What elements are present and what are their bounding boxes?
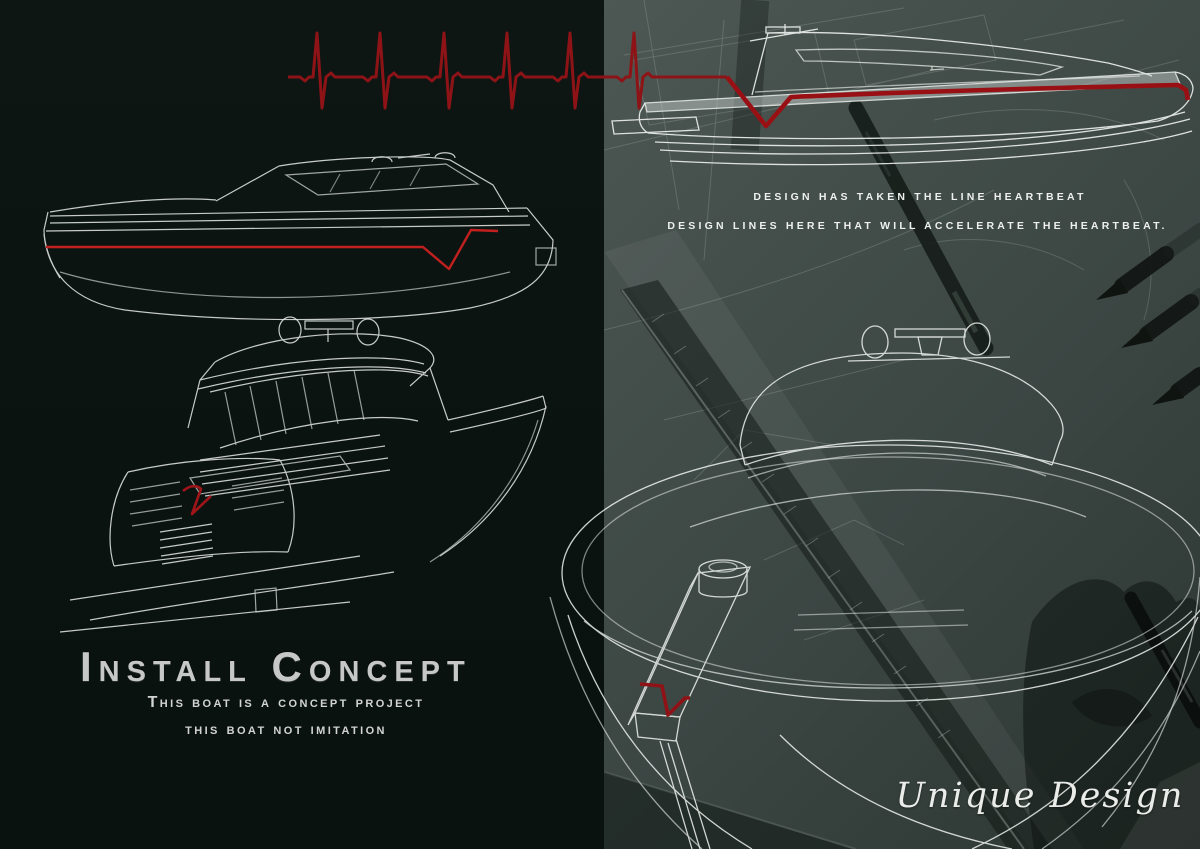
boat-side-profile-left xyxy=(43,152,557,321)
signature-text: Unique Design xyxy=(895,776,1185,816)
subtitle-line-1: This boat is a concept project xyxy=(147,694,425,711)
heartbeat-line xyxy=(288,31,1191,129)
boat-stern-quarter-wireframe xyxy=(59,316,547,633)
subtitle-line-2: this boat not imitation xyxy=(185,721,387,738)
tagline-line-1: DESIGN HAS TAKEN THE LINE HEARTBEAT xyxy=(753,191,1087,203)
boat-bow-perspective-wireframe xyxy=(549,322,1200,849)
page-title: Install Concept xyxy=(80,643,472,690)
tagline-line-2: DESIGN LINES HERE THAT WILL ACCELERATE T… xyxy=(667,220,1168,232)
